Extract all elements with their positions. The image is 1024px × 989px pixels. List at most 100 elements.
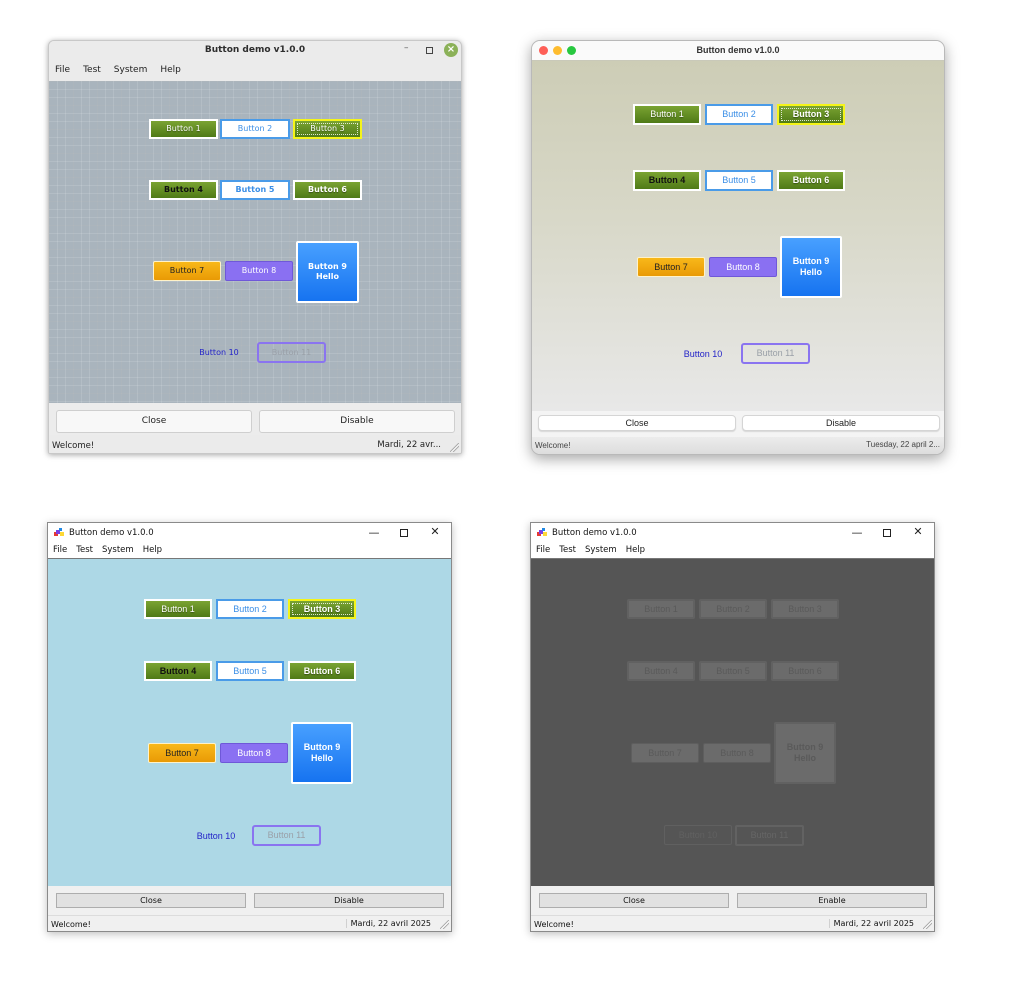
button-1[interactable]: Button 1 [149, 119, 218, 139]
status-message: Welcome! [535, 441, 571, 450]
menu-bar: File Test System Help [49, 62, 461, 81]
button-9[interactable]: Button 9 Hello [291, 722, 353, 784]
minimize-traffic-light-icon[interactable] [553, 46, 562, 55]
menu-test[interactable]: Test [83, 65, 101, 75]
windows-window: Button demo v1.0.0 — ✕ File Test System … [47, 522, 452, 932]
window-title: Button demo v1.0.0 [552, 528, 637, 538]
window-title: Button demo v1.0.0 [696, 45, 780, 55]
menu-bar: File Test System Help [48, 543, 451, 558]
close-icon[interactable]: ✕ [913, 525, 923, 538]
window-title: Button demo v1.0.0 [204, 45, 306, 55]
minimize-icon[interactable]: — [851, 526, 863, 539]
close-button[interactable]: Close [539, 893, 729, 908]
bottom-bar: Close Disable [48, 886, 451, 913]
button-3[interactable]: Button 3 [293, 119, 362, 139]
title-bar[interactable]: Button demo v1.0.0 [532, 41, 944, 61]
button-2[interactable]: Button 2 [705, 104, 773, 125]
title-bar[interactable]: Button demo v1.0.0 — ✕ [531, 523, 934, 543]
bottom-bar: Close Enable [531, 886, 934, 913]
button-10: Button 10 [664, 825, 732, 845]
macos-window: Button demo v1.0.0 Button 1 Button 2 But… [531, 40, 945, 455]
menu-file[interactable]: File [53, 545, 68, 555]
button-5[interactable]: Button 5 [216, 661, 284, 681]
button-10[interactable]: Button 10 [683, 348, 723, 359]
button-6[interactable]: Button 6 [288, 661, 356, 681]
button-1: Button 1 [627, 599, 695, 619]
button-11[interactable]: Button 11 [252, 825, 321, 846]
status-bar: Welcome! Tuesday, 22 april 2... [532, 437, 944, 454]
close-button[interactable]: Close [56, 893, 246, 908]
close-traffic-light-icon[interactable] [539, 46, 548, 55]
close-icon[interactable]: × [444, 43, 458, 57]
button-11[interactable]: Button 11 [257, 342, 326, 363]
button-9[interactable]: Button 9 Hello [296, 241, 359, 303]
maximize-icon[interactable] [883, 529, 891, 537]
windows-window-disabled: Button demo v1.0.0 — ✕ File Test System … [530, 522, 935, 932]
menu-file[interactable]: File [55, 65, 71, 75]
maximize-icon[interactable] [400, 529, 408, 537]
close-button[interactable]: Close [56, 410, 252, 433]
status-bar: Welcome! Mardi, 22 avril 2025 [48, 915, 451, 931]
status-date: Mardi, 22 avr... [377, 440, 441, 450]
status-message: Welcome! [51, 920, 91, 929]
button-2[interactable]: Button 2 [216, 599, 284, 619]
button-7[interactable]: Button 7 [153, 261, 221, 281]
button-8: Button 8 [703, 743, 771, 763]
button-9[interactable]: Button 9 Hello [780, 236, 842, 298]
button-8[interactable]: Button 8 [220, 743, 288, 763]
button-5[interactable]: Button 5 [705, 170, 773, 191]
button-3[interactable]: Button 3 [777, 104, 845, 125]
title-bar[interactable]: Button demo v1.0.0 – × [49, 41, 461, 62]
app-icon [537, 528, 547, 536]
button-3: Button 3 [771, 599, 839, 619]
button-1[interactable]: Button 1 [633, 104, 701, 125]
button-5[interactable]: Button 5 [220, 180, 290, 200]
close-icon[interactable]: ✕ [430, 525, 440, 538]
button-10[interactable]: Button 10 [199, 348, 239, 358]
menu-help[interactable]: Help [625, 545, 646, 555]
status-date: Tuesday, 22 april 2... [866, 440, 940, 449]
enable-button[interactable]: Enable [737, 893, 927, 908]
menu-system[interactable]: System [101, 545, 134, 555]
window-title: Button demo v1.0.0 [69, 528, 154, 538]
disable-button[interactable]: Disable [742, 415, 940, 431]
button-2[interactable]: Button 2 [220, 119, 290, 139]
status-date: Mardi, 22 avril 2025 [345, 919, 431, 928]
button-1[interactable]: Button 1 [144, 599, 212, 619]
button-8[interactable]: Button 8 [709, 257, 777, 277]
status-bar: Welcome! Mardi, 22 avril 2025 [531, 915, 934, 931]
button-4[interactable]: Button 4 [149, 180, 218, 200]
button-6[interactable]: Button 6 [777, 170, 845, 191]
app-icon [54, 528, 64, 536]
menu-help[interactable]: Help [142, 545, 163, 555]
status-bar: Welcome! Mardi, 22 avr... [49, 437, 461, 453]
button-10[interactable]: Button 10 [196, 830, 236, 841]
title-bar[interactable]: Button demo v1.0.0 — ✕ [48, 523, 451, 543]
resize-grip-icon[interactable] [440, 920, 449, 929]
menu-help[interactable]: Help [160, 65, 181, 75]
button-4[interactable]: Button 4 [144, 661, 212, 681]
maximize-icon[interactable] [426, 47, 433, 54]
disable-button[interactable]: Disable [254, 893, 444, 908]
resize-grip-icon[interactable] [923, 920, 932, 929]
button-7[interactable]: Button 7 [148, 743, 216, 763]
minimize-icon[interactable]: — [368, 526, 380, 539]
menu-file[interactable]: File [536, 545, 551, 555]
button-3[interactable]: Button 3 [288, 599, 356, 619]
button-8[interactable]: Button 8 [225, 261, 293, 281]
disable-button[interactable]: Disable [259, 410, 455, 433]
button-5: Button 5 [699, 661, 767, 681]
button-6[interactable]: Button 6 [293, 180, 362, 200]
menu-system[interactable]: System [113, 65, 148, 75]
button-4[interactable]: Button 4 [633, 170, 701, 191]
minimize-icon[interactable]: – [404, 43, 409, 53]
button-7[interactable]: Button 7 [637, 257, 705, 277]
menu-system[interactable]: System [584, 545, 617, 555]
menu-test[interactable]: Test [559, 545, 576, 555]
button-11[interactable]: Button 11 [741, 343, 810, 364]
resize-grip-icon[interactable] [450, 443, 459, 452]
close-button[interactable]: Close [538, 415, 736, 431]
menu-test[interactable]: Test [76, 545, 93, 555]
zoom-traffic-light-icon[interactable] [567, 46, 576, 55]
button-canvas: Button 1 Button 2 Button 3 Button 4 Butt… [532, 61, 944, 411]
